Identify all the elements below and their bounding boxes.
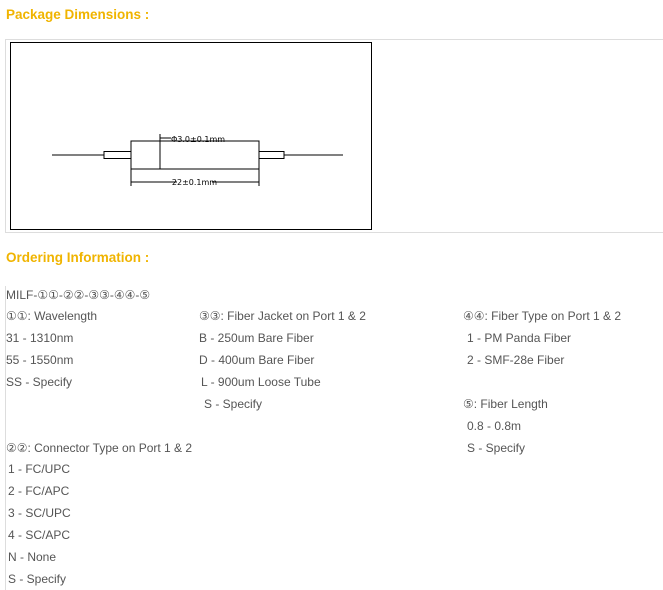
package-drawing-svg: Φ3.0±0.1mm 22±0.1mm: [52, 134, 343, 187]
list-item: S - Specify: [467, 441, 526, 455]
list-item: D - 400um Bare Fiber: [199, 353, 315, 367]
list-item: B - 250um Bare Fiber: [199, 331, 314, 345]
list-item: N - None: [8, 550, 57, 564]
package-dimensions-panel: Φ3.0±0.1mm 22±0.1mm: [5, 39, 663, 233]
list-item: 0.8 - 0.8m: [467, 419, 522, 433]
device-body: [130, 140, 260, 170]
package-drawing: Φ3.0±0.1mm 22±0.1mm: [10, 42, 372, 230]
list-item: 1 - FC/UPC: [8, 462, 71, 476]
list-item: L - 900um Loose Tube: [201, 375, 321, 389]
ordering-information-title: Ordering Information :: [6, 250, 150, 265]
diameter-label: Φ3.0±0.1mm: [171, 135, 225, 144]
fiber-type-heading: ④④: Fiber Type on Port 1 & 2: [463, 309, 622, 323]
list-item: S - Specify: [8, 572, 67, 586]
left-boot: [103, 151, 132, 159]
list-item: 3 - SC/UPC: [8, 506, 71, 520]
list-item: 1 - PM Panda Fiber: [467, 331, 572, 345]
fiber-jacket-heading: ③③: Fiber Jacket on Port 1 & 2: [199, 309, 366, 323]
list-item: 2 - SMF-28e Fiber: [467, 353, 565, 367]
list-item: SS - Specify: [6, 375, 73, 389]
part-number: MILF-①①-②②-③③-④④-⑤: [6, 288, 151, 302]
ordering-left-border: [5, 286, 6, 590]
length-label: 22±0.1mm: [172, 178, 217, 187]
list-item: 31 - 1310nm: [6, 331, 74, 345]
list-item: S - Specify: [204, 397, 263, 411]
fiber-length-heading: ⑤: Fiber Length: [463, 397, 548, 411]
package-dimensions-title: Package Dimensions :: [6, 7, 150, 22]
connector-type-heading: ②②: Connector Type on Port 1 & 2: [6, 441, 193, 455]
right-boot: [258, 151, 285, 159]
list-item: 4 - SC/APC: [8, 528, 71, 542]
list-item: 55 - 1550nm: [6, 353, 74, 367]
wavelength-heading: ①①: Wavelength: [6, 309, 98, 323]
list-item: 2 - FC/APC: [8, 484, 70, 498]
